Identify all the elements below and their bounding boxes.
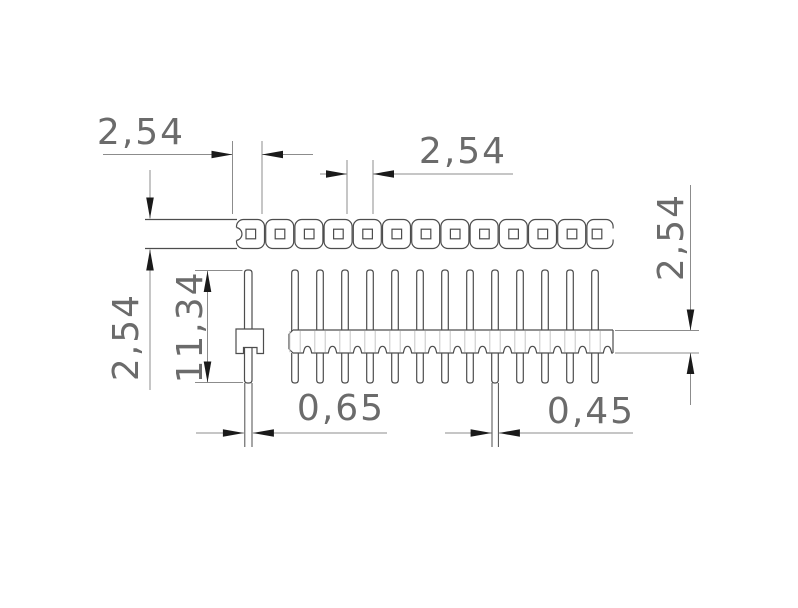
pin-hole-square xyxy=(479,228,490,240)
dimension-pitch-a: 2,54 xyxy=(97,112,313,214)
extension-lines xyxy=(615,330,699,354)
hidden-hole-line xyxy=(464,331,476,353)
base-strip-bottom-notched-edge xyxy=(293,345,613,354)
base-strip-edges xyxy=(288,329,614,354)
hidden-hole-line xyxy=(539,331,551,353)
row-pin xyxy=(541,269,549,384)
extension-lines xyxy=(346,160,374,214)
pin-hole-square xyxy=(274,228,286,240)
row-pin xyxy=(441,269,449,384)
hidden-hole-line xyxy=(589,331,601,353)
hidden-hole-line xyxy=(389,331,401,353)
dim-label-insulator-height: 2,54 xyxy=(651,193,692,281)
dimension-pitch-b: 2,54 xyxy=(320,131,513,214)
row-pin xyxy=(491,269,499,384)
single-pin-insulator-body xyxy=(235,328,265,355)
arrow-up-icon xyxy=(146,249,154,271)
arrow-left-icon xyxy=(262,150,283,159)
arrow-down-icon xyxy=(146,197,154,219)
pin-hole-square xyxy=(508,228,519,240)
dim-label-strip-width: 2,54 xyxy=(106,293,147,381)
dim-label-pin-thickness: 0,45 xyxy=(547,391,635,432)
single-pin xyxy=(243,269,253,384)
pin-hole-square xyxy=(333,228,344,240)
dimension-pin-thickness: 0,45 xyxy=(445,391,635,437)
pin-hole-square xyxy=(245,228,257,240)
side-view-single-pin xyxy=(235,269,265,447)
arrow-right-icon xyxy=(470,429,492,437)
pin-thickness-extension-lines xyxy=(491,383,499,447)
cut-open-erase xyxy=(611,228,617,240)
row-pin xyxy=(591,269,599,384)
arrow-left-icon xyxy=(252,429,274,437)
top-view-pin-cells xyxy=(234,218,617,250)
hidden-hole-line xyxy=(314,331,326,353)
hidden-hole-line xyxy=(514,331,526,353)
row-pin xyxy=(566,269,574,384)
arrow-left-icon xyxy=(373,170,394,178)
break-erase xyxy=(234,227,239,241)
arrow-right-icon xyxy=(211,150,233,159)
arrow-right-icon xyxy=(326,170,347,178)
arrow-up-icon xyxy=(203,271,212,292)
row-pin xyxy=(516,269,524,384)
base-strip-hidden-hole-lines xyxy=(289,331,601,353)
pin-hole-square xyxy=(449,228,461,240)
arrow-up-icon xyxy=(686,353,695,374)
row-pin xyxy=(341,269,349,384)
dimension-strip-width: 2,54 xyxy=(106,170,154,390)
dim-label-pitch-b: 2,54 xyxy=(419,131,507,172)
extension-lines xyxy=(195,270,243,383)
row-pin xyxy=(366,269,374,384)
base-strip-fill xyxy=(289,330,613,353)
pin-hole-square xyxy=(391,228,403,240)
dimension-insulator-height: 2,54 xyxy=(615,185,699,405)
arrow-right-icon xyxy=(222,429,244,437)
side-view-pin-row xyxy=(288,269,614,447)
pin-hole-square xyxy=(591,228,603,240)
pin-hole-square xyxy=(537,228,549,240)
pin-width-extension-lines xyxy=(244,383,253,447)
break-symbol xyxy=(236,226,243,242)
row-pin xyxy=(391,269,399,384)
dim-label-pitch-a: 2,54 xyxy=(97,112,185,153)
hidden-hole-line xyxy=(439,331,451,353)
row-pin xyxy=(416,269,424,384)
arrow-down-icon xyxy=(686,309,695,331)
hidden-hole-line xyxy=(364,331,376,353)
arrow-left-icon xyxy=(498,429,520,437)
hidden-hole-line xyxy=(289,331,301,353)
row-pin xyxy=(466,269,474,384)
hidden-hole-line xyxy=(489,331,501,353)
dim-label-pin-length: 11,34 xyxy=(170,270,211,383)
arrow-down-icon xyxy=(203,361,212,383)
top-view xyxy=(145,218,617,250)
row-pin xyxy=(291,269,299,384)
dim-label-pin-width: 0,65 xyxy=(297,388,385,429)
hidden-hole-line xyxy=(339,331,351,353)
extension-lines xyxy=(232,141,263,214)
hidden-hole-line xyxy=(414,331,426,353)
pin-hole-square xyxy=(362,228,373,240)
dimension-pin-length: 11,34 xyxy=(170,270,243,384)
hidden-hole-line xyxy=(564,331,576,353)
pin-hole-square xyxy=(420,228,432,240)
row-pins xyxy=(291,269,599,384)
dimension-pin-width: 0,65 xyxy=(196,388,387,437)
pin-hole-square xyxy=(303,228,315,240)
pin-hole-square xyxy=(566,228,578,240)
row-pin xyxy=(316,269,324,384)
